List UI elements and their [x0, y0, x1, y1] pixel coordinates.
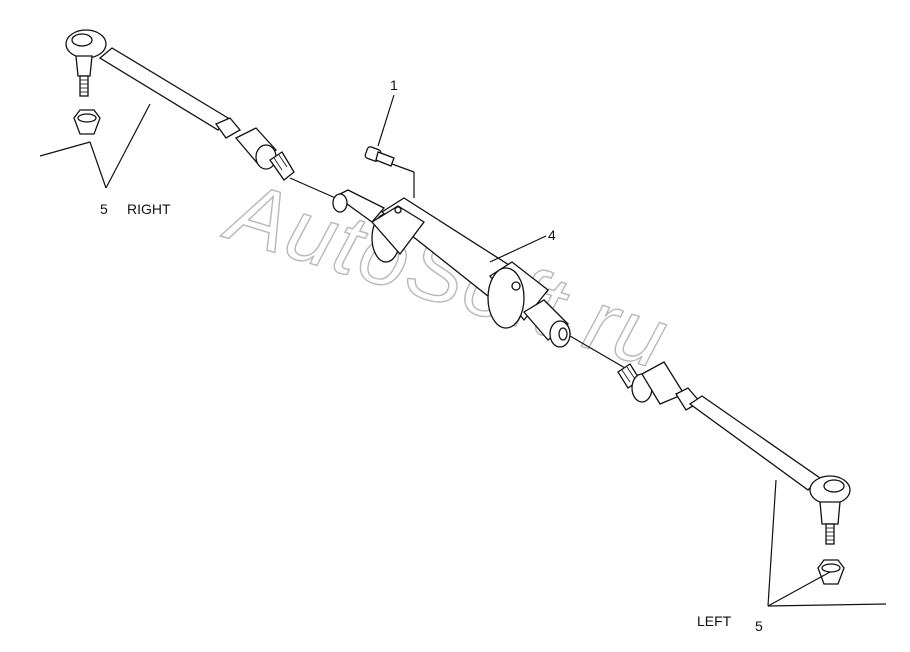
left-callout-leaders — [767, 479, 887, 607]
left-side-label: LEFT — [697, 613, 732, 629]
callout-right-tie-rod-number: 5 — [100, 201, 108, 217]
left-tie-rod — [617, 361, 851, 585]
right-side-label: RIGHT — [127, 201, 171, 217]
steering-cylinder — [332, 189, 571, 348]
right-tie-rod — [65, 29, 295, 181]
callout-bolt-number: 1 — [390, 77, 398, 93]
watermark-text: AutoSoft.ru — [214, 162, 679, 387]
callout-left-tie-rod-number: 5 — [755, 618, 763, 634]
right-callout-leaders — [39, 103, 151, 189]
bolt-part — [364, 94, 415, 198]
assembly-axis-lines — [289, 177, 626, 369]
callout-cylinder-number: 4 — [548, 227, 556, 243]
